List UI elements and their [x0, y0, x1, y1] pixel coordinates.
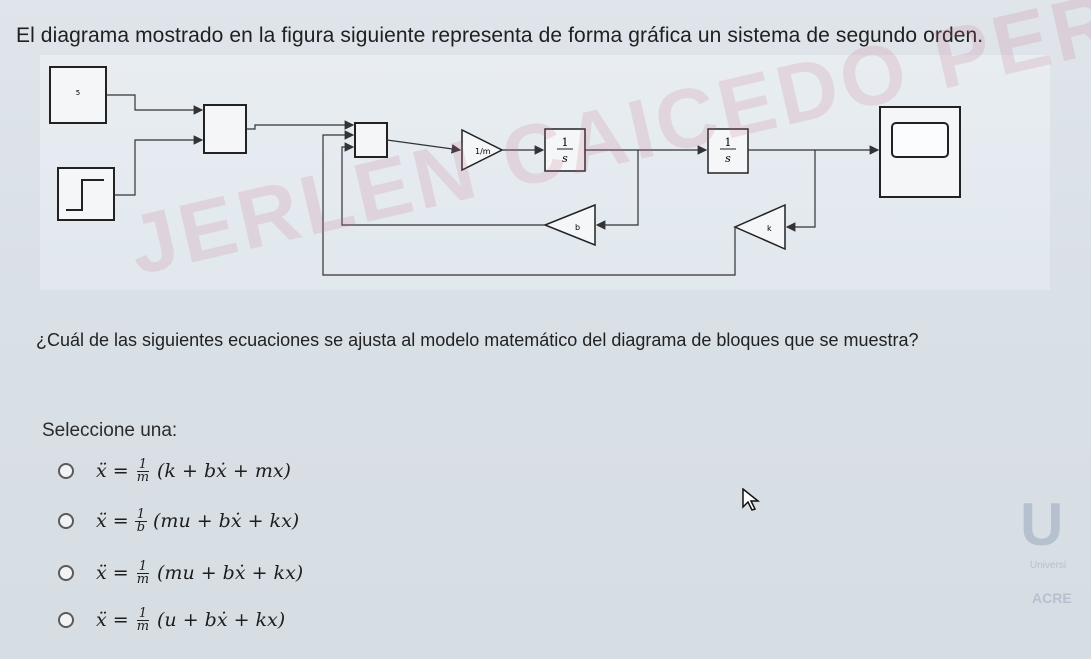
- constant-block-label: 5: [76, 89, 80, 97]
- integrator-2-den: s: [725, 152, 731, 165]
- fraction-denominator: b: [136, 519, 146, 535]
- fraction-numerator: 1: [136, 456, 149, 472]
- logo-text-2: ACRE: [1032, 590, 1072, 606]
- equation-lhs: ẍ =: [96, 460, 129, 482]
- option-d[interactable]: ẍ = 1 m (u + bẋ + kx): [58, 604, 285, 636]
- fraction: 1 b: [134, 506, 147, 535]
- option-equation: ẍ = 1 m (u + bẋ + kx): [96, 605, 286, 634]
- gain-k-block: k: [733, 203, 786, 251]
- mux-block: [203, 104, 247, 154]
- option-equation: ẍ = 1 m (mu + bẋ + kx): [96, 558, 304, 587]
- fraction-numerator: 1: [136, 558, 149, 574]
- integrator-2-block: 1 s: [707, 128, 749, 174]
- integrator-1-block: 1 s: [544, 128, 586, 172]
- fraction-denominator: m: [136, 618, 150, 634]
- equation-lhs: ẍ =: [96, 510, 129, 532]
- gain-mass-block: 1/m: [461, 128, 504, 172]
- equation-lhs: ẍ =: [96, 562, 129, 584]
- mouse-cursor-icon: [742, 488, 760, 511]
- equation-lhs: ẍ =: [96, 609, 129, 631]
- logo-letter: U: [1020, 491, 1064, 558]
- equation-rhs: (mu + bẋ + kx): [157, 562, 304, 584]
- block-diagram-svg: 5 1/m 1 s 1 s: [49, 66, 961, 276]
- fraction: 1 m: [135, 558, 151, 587]
- radio-button[interactable]: [58, 463, 74, 479]
- sum-block: [354, 122, 388, 158]
- radio-button[interactable]: [58, 612, 74, 628]
- radio-button[interactable]: [58, 565, 74, 581]
- fraction-numerator: 1: [136, 605, 149, 621]
- gain-b-label: b: [575, 223, 580, 232]
- equation-rhs: (mu + bẋ + kx): [153, 510, 300, 532]
- option-c[interactable]: ẍ = 1 m (mu + bẋ + kx): [58, 557, 303, 589]
- step-block: [57, 167, 115, 221]
- scope-block: [879, 106, 961, 198]
- fraction-denominator: m: [136, 571, 150, 587]
- option-a[interactable]: ẍ = 1 m (k + bẋ + mx): [58, 455, 291, 487]
- signal-lines: [106, 94, 880, 276]
- radio-button[interactable]: [58, 513, 74, 529]
- integrator-1-den: s: [562, 152, 568, 165]
- option-equation: ẍ = 1 b (mu + bẋ + kx): [96, 506, 300, 535]
- logo-text-1: Universi: [1030, 560, 1067, 571]
- gain-b-block: b: [542, 203, 596, 247]
- block-diagram: 5 1/m 1 s 1 s: [40, 55, 1050, 290]
- option-b[interactable]: ẍ = 1 b (mu + bẋ + kx): [58, 505, 299, 537]
- university-logo: U Universi ACRE: [1010, 480, 1090, 620]
- fraction-denominator: m: [136, 469, 150, 485]
- sub-question-text: ¿Cuál de las siguientes ecuaciones se aj…: [36, 330, 919, 350]
- option-equation: ẍ = 1 m (k + bẋ + mx): [96, 456, 291, 485]
- integrator-1-num: 1: [562, 136, 569, 149]
- integrator-2-num: 1: [725, 136, 732, 149]
- fraction: 1 m: [135, 456, 151, 485]
- gain-mass-label: 1/m: [475, 147, 491, 156]
- question-text: El diagrama mostrado en la figura siguie…: [16, 24, 984, 47]
- fraction-numerator: 1: [134, 506, 147, 522]
- constant-block: 5: [49, 66, 107, 124]
- gain-k-label: k: [767, 224, 772, 233]
- equation-rhs: (u + bẋ + kx): [157, 609, 286, 631]
- fraction: 1 m: [135, 605, 151, 634]
- select-label: Seleccione una:: [42, 420, 178, 441]
- equation-rhs: (k + bẋ + mx): [157, 460, 291, 482]
